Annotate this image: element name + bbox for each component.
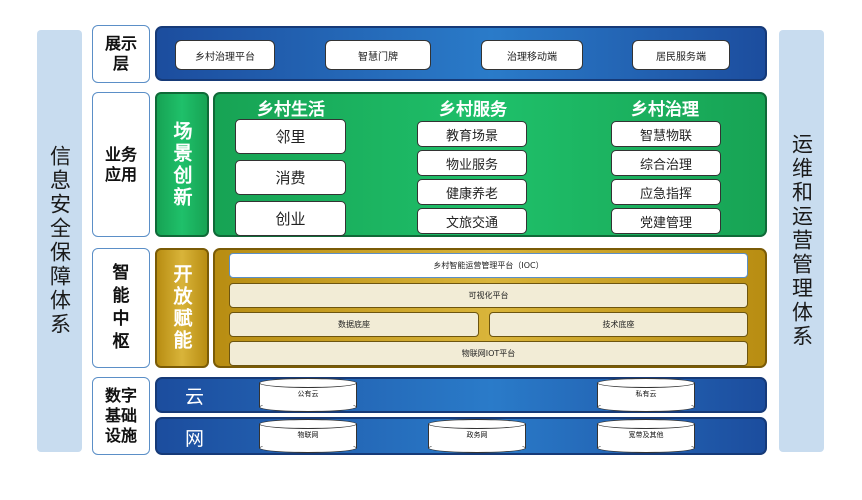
broadband-label: 宽带及其他 [628,431,664,439]
security-system-pillar: 信息安全保障体系 [37,30,82,452]
operations-system-pillar: 运维和运营管理体系 [779,30,824,452]
iot-network-cylinder: 物联网 [259,419,357,453]
iot-network-label: 物联网 [297,431,319,439]
private-cloud-label: 私有云 [635,390,657,398]
cloud-label: 云 [185,386,205,408]
private-cloud-cylinder: 私有云 [597,378,695,412]
business-item: 物业服务 [417,150,527,176]
business-item: 消费 [235,160,346,195]
column-title-rural-life: 乡村生活 [257,100,325,120]
data-foundation-bar: 数据底座 [229,312,479,337]
business-item: 党建管理 [611,208,721,234]
business-item: 综合治理 [611,150,721,176]
public-cloud-label: 公有云 [297,390,319,398]
open-empowerment-tab: 开放赋能 [155,248,209,368]
infra-layer-label: 数字基础设施 [92,377,150,455]
presentation-item: 智慧门牌 [325,40,431,70]
public-cloud-cylinder: 公有云 [259,378,357,412]
business-item: 智慧物联 [611,121,721,147]
presentation-item: 居民服务端 [632,40,730,70]
iot-platform-bar: 物联网IOT平台 [229,341,748,366]
business-item: 应急指挥 [611,179,721,205]
presentation-layer-label: 展示层 [92,25,150,83]
business-item: 文旅交通 [417,208,527,234]
tech-foundation-bar: 技术底座 [489,312,748,337]
operations-system-label: 运维和运营管理体系 [789,133,814,349]
visualization-platform-bar: 可视化平台 [229,283,748,308]
hub-layer-label: 智能中枢 [92,248,150,368]
broadband-cylinder: 宽带及其他 [597,419,695,453]
gov-network-cylinder: 政务网 [428,419,526,453]
gov-network-label: 政务网 [466,431,488,439]
business-layer-label: 业务应用 [92,92,150,237]
business-item: 邻里 [235,119,346,154]
ioc-platform-bar: 乡村智能运营管理平台（IOC） [229,253,748,278]
business-item: 健康养老 [417,179,527,205]
business-item: 创业 [235,201,346,236]
presentation-item: 乡村治理平台 [175,40,275,70]
presentation-item: 治理移动端 [481,40,583,70]
column-title-rural-service: 乡村服务 [439,100,507,120]
security-system-label: 信息安全保障体系 [47,145,72,337]
network-label: 网 [185,428,205,450]
scenario-innovation-tab: 场景创新 [155,92,209,237]
business-item: 教育场景 [417,121,527,147]
column-title-rural-governance: 乡村治理 [631,100,699,120]
